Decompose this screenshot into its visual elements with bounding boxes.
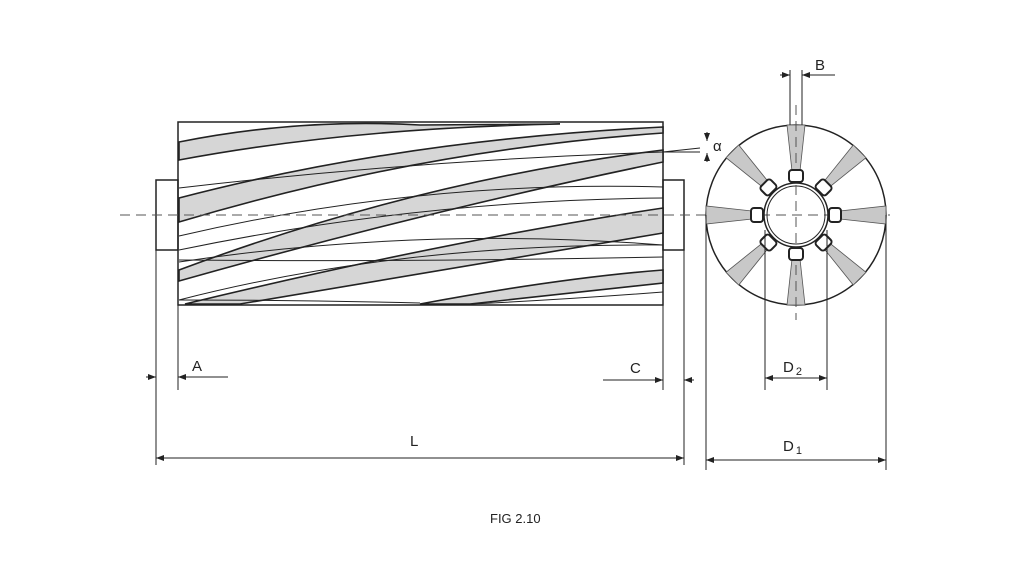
blade-lug xyxy=(828,207,842,223)
blade xyxy=(823,144,867,188)
blade xyxy=(839,205,887,225)
blade xyxy=(823,242,867,286)
blade xyxy=(786,124,806,172)
label-l: L xyxy=(410,433,418,450)
figure-caption: FIG 2.10 xyxy=(490,511,541,526)
label-alpha: α xyxy=(713,138,722,155)
blade-lug xyxy=(814,178,833,197)
blade-lug xyxy=(814,233,833,252)
helical-blades xyxy=(178,122,664,306)
blade xyxy=(705,205,753,225)
label-a: A xyxy=(192,358,202,375)
roller-side-view xyxy=(155,121,701,306)
label-c: C xyxy=(630,360,641,377)
blade-lug xyxy=(759,233,778,252)
blade-lug xyxy=(788,247,804,261)
blade-lug xyxy=(750,207,764,223)
label-b: B xyxy=(815,57,825,74)
roller-end-view xyxy=(705,105,887,320)
blade xyxy=(725,242,769,286)
blade xyxy=(725,144,769,188)
blade-lug xyxy=(788,169,804,183)
alpha-guide xyxy=(662,147,701,153)
blade-lug xyxy=(759,178,778,197)
dimensions xyxy=(146,70,887,470)
